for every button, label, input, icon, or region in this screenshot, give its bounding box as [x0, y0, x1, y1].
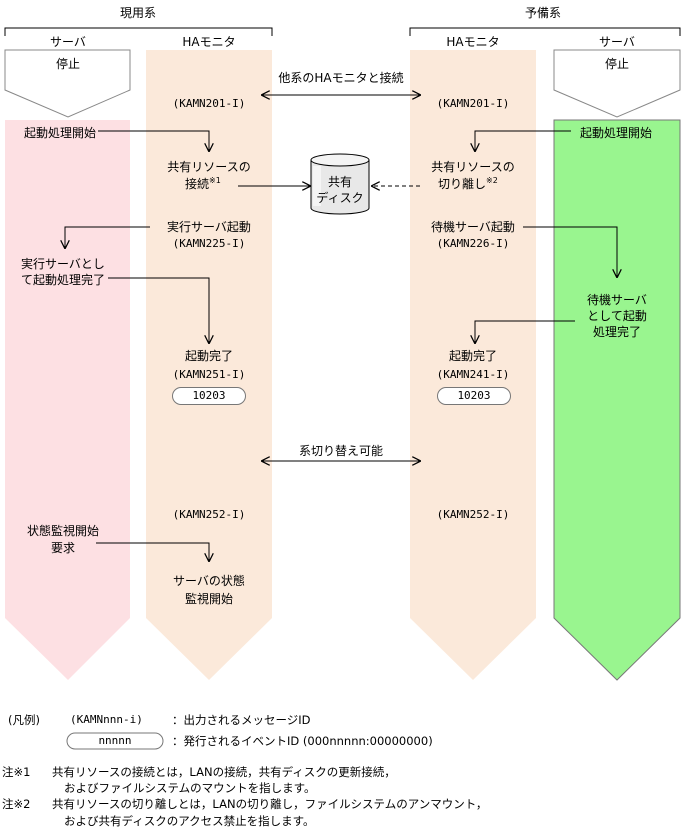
- active-msg-kamn225: (KAMN225-I): [172, 237, 246, 250]
- standby-ha-detach-line2: 切り離し※2: [438, 176, 498, 192]
- standby-msg-kamn252: (KAMN252-I): [436, 508, 510, 521]
- standby-server-done-line3: 処理完了: [592, 325, 642, 339]
- standby-server-done-line2: として起動: [587, 309, 647, 323]
- disk-label-line1: 共有: [327, 175, 353, 189]
- active-server-start: 起動処理開始: [23, 126, 97, 140]
- standby-done-arrow: [475, 320, 575, 343]
- active-event-id: 10203: [172, 387, 246, 405]
- active-ha-column: [146, 50, 272, 680]
- active-server-stopped-shape: [4, 49, 131, 118]
- active-server-column: [5, 120, 130, 680]
- note2-line2: および共有ディスクのアクセス禁止を指します。: [64, 814, 315, 828]
- exec-done-arrow: [108, 277, 209, 343]
- active-msg-kamn201: (KAMN201-I): [172, 97, 246, 110]
- note2-mark: 注※2: [2, 797, 31, 811]
- note2-line1: 共有リソースの切り離しとは，LANの切り離し，ファイルシステムのアンマウント，: [52, 797, 488, 811]
- note-mark-2: ※2: [486, 176, 498, 185]
- standby-start-arrow: [475, 130, 571, 151]
- standby-server-start: 起動処理開始: [579, 126, 653, 140]
- active-server-exec-done-line2: て起動処理完了: [20, 273, 106, 287]
- legend-title: (凡例): [8, 713, 40, 727]
- legend-event-pill: [66, 732, 164, 750]
- note1-line2: およびファイルシステムのマウントを指します。: [64, 781, 316, 795]
- active-ha-monitor-line2: 監視開始: [184, 592, 234, 606]
- standby-system-bracket: [409, 27, 681, 36]
- shared-disk-icon: [310, 153, 370, 215]
- note1-line1: 共有リソースの接続とは，LANの接続，共有ディスクの更新接続，: [52, 765, 396, 779]
- standby-server-stopped-shape: [553, 49, 681, 118]
- active-server-header: サーバ: [50, 35, 86, 49]
- disk-label-line2: ディスク: [316, 191, 364, 205]
- standby-ha-standby-start: 待機サーバ起動: [431, 220, 515, 234]
- standby-server-header: サーバ: [599, 35, 635, 49]
- standby-server-done-line1: 待機サーバ: [587, 293, 647, 307]
- active-ha-monitor-line1: サーバの状態: [173, 574, 245, 588]
- active-msg-kamn251: (KAMN251-I): [172, 368, 246, 381]
- active-ha-done: 起動完了: [184, 349, 234, 363]
- active-server-monitor-req-line2: 要求: [50, 541, 76, 555]
- legend-message-sample: (KAMNnnn-i): [70, 713, 143, 726]
- standby-server-column: [553, 119, 681, 681]
- note1-mark: 注※1: [2, 765, 31, 779]
- switch-ready-label: 系切り替え可能: [298, 444, 384, 458]
- monitor-request-arrow: [96, 542, 209, 561]
- active-system-bracket: [4, 27, 273, 36]
- standby-ha-done: 起動完了: [448, 349, 498, 363]
- standby-server-start-arrow: [523, 226, 617, 277]
- standby-ha-detach-line1: 共有リソースの: [431, 160, 515, 174]
- standby-server-stopped: 停止: [604, 57, 630, 71]
- active-system-label: 現用系: [119, 6, 157, 20]
- standby-ha-column: [410, 50, 536, 680]
- standby-event-id: 10203: [437, 387, 511, 405]
- active-ha-connect-line2: 接続※1: [185, 176, 221, 192]
- legend-event-description: ：発行されるイベントID (000nnnnn:00000000): [172, 734, 433, 748]
- active-ha-exec-start: 実行サーバ起動: [167, 220, 251, 234]
- active-msg-kamn252: (KAMN252-I): [172, 508, 246, 521]
- active-ha-connect-line1: 共有リソースの: [167, 160, 251, 174]
- standby-msg-kamn201: (KAMN201-I): [436, 97, 510, 110]
- exec-start-arrow: [65, 226, 150, 248]
- active-server-stopped: 停止: [55, 57, 81, 71]
- active-server-monitor-req-line1: 状態監視開始: [26, 524, 100, 538]
- active-start-arrow: [98, 130, 209, 151]
- note-mark-1: ※1: [209, 176, 221, 185]
- active-server-exec-done-line1: 実行サーバとし: [21, 257, 105, 271]
- standby-msg-kamn226: (KAMN226-I): [436, 237, 510, 250]
- standby-ha-header: HAモニタ: [446, 35, 500, 49]
- standby-system-label: 予備系: [524, 6, 562, 20]
- active-ha-header: HAモニタ: [182, 35, 236, 49]
- standby-msg-kamn241: (KAMN241-I): [436, 368, 510, 381]
- connect-label: 他系のHAモニタと接続: [278, 71, 404, 85]
- legend-message-description: ：出力されるメッセージID: [172, 713, 311, 727]
- legend-event-sample: nnnnn: [98, 734, 132, 747]
